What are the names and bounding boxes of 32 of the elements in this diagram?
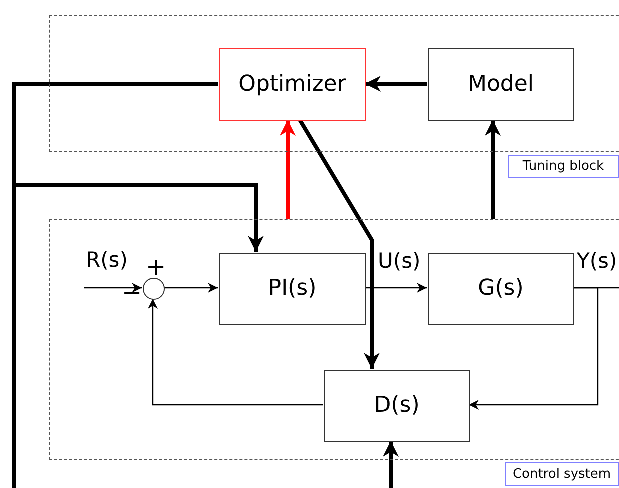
block-text: Optimizer xyxy=(238,74,346,96)
block xyxy=(219,253,366,325)
dashed-boundary xyxy=(49,219,619,460)
block-text: G(s) xyxy=(478,278,524,300)
block xyxy=(428,253,574,325)
block-text: Tuning block xyxy=(522,160,604,173)
block-text: Control system xyxy=(512,468,612,480)
arrow xyxy=(469,287,599,410)
arrow xyxy=(280,120,296,219)
arrow xyxy=(485,120,501,219)
arrow xyxy=(164,283,218,293)
arrow xyxy=(365,283,427,293)
edge-label: Y(s) xyxy=(577,251,618,272)
arrow xyxy=(298,118,380,369)
sign-label: − xyxy=(122,281,142,305)
label-box xyxy=(508,155,619,178)
sign-label: + xyxy=(146,255,166,279)
block-text: Model xyxy=(468,74,534,96)
dashed-boundary xyxy=(49,15,619,152)
block-text: D(s) xyxy=(374,395,420,417)
block xyxy=(219,48,366,121)
arrow xyxy=(84,283,142,293)
block-text: PI(s) xyxy=(268,278,317,300)
arrow xyxy=(383,441,399,488)
arrow xyxy=(148,299,323,406)
block xyxy=(428,48,574,121)
label-box xyxy=(505,462,619,486)
summing-junction xyxy=(143,278,165,300)
edge-label: U(s) xyxy=(378,251,421,272)
edge-label: R(s) xyxy=(86,250,128,271)
arrow xyxy=(365,76,427,92)
block xyxy=(324,370,470,442)
